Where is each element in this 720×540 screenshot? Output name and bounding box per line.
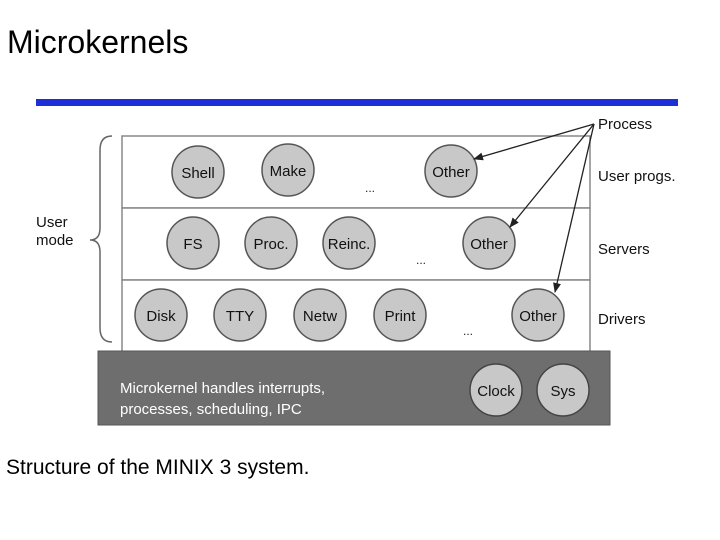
node-label-disk: Disk [146,308,176,325]
node-circle [244,216,298,270]
process-arrow-server [509,123,595,228]
layer-label-user-progs: User progs. [598,168,676,185]
node-circle [166,216,220,270]
ellipsis-servers: ... [416,253,426,267]
node-label-clock: Clock [477,383,515,400]
node-label-shell: Shell [181,165,214,182]
node-circle [322,216,376,270]
ellipsis-drivers: ... [463,324,473,338]
layer-label-drivers: Drivers [598,311,646,328]
node-label-other-driver: Other [519,308,557,325]
node-label-tty: TTY [226,308,254,325]
node-circle [462,216,516,270]
kernel-text-line2: processes, scheduling, IPC [120,401,302,418]
user-mode-label-line1: User [36,214,68,231]
node-circle [213,288,267,342]
ellipsis-user-progs: ... [365,181,375,195]
node-label-other-user: Other [432,164,470,181]
node-circle [511,288,565,342]
layer-label-servers: Servers [598,241,650,258]
node-circle [536,363,590,417]
node-label-print: Print [385,308,417,325]
node-circle [373,288,427,342]
node-circle [134,288,188,342]
title-rule [36,99,678,106]
node-circle [171,145,225,199]
slide-caption: Structure of the MINIX 3 system. [6,456,310,479]
node-label-fs: FS [183,236,202,253]
node-label-other-server: Other [470,236,508,253]
node-circle [424,144,478,198]
kernel-text-line1: Microkernel handles interrupts, [120,380,325,397]
user-mode-brace [89,135,113,343]
process-arrow-driver [553,123,595,293]
node-circle [261,143,315,197]
user-mode-label-line2: mode [36,232,74,249]
node-label-netw: Netw [303,308,337,325]
node-label-sys: Sys [550,383,575,400]
node-label-make: Make [270,163,307,180]
process-arrow-user [473,123,595,161]
node-circle [469,363,523,417]
node-circle [293,288,347,342]
node-label-reinc: Reinc. [328,236,371,253]
kernel-band [97,350,611,426]
process-label: Process [598,116,652,133]
node-label-proc: Proc. [253,236,288,253]
slide-title: Microkernels [7,24,189,60]
